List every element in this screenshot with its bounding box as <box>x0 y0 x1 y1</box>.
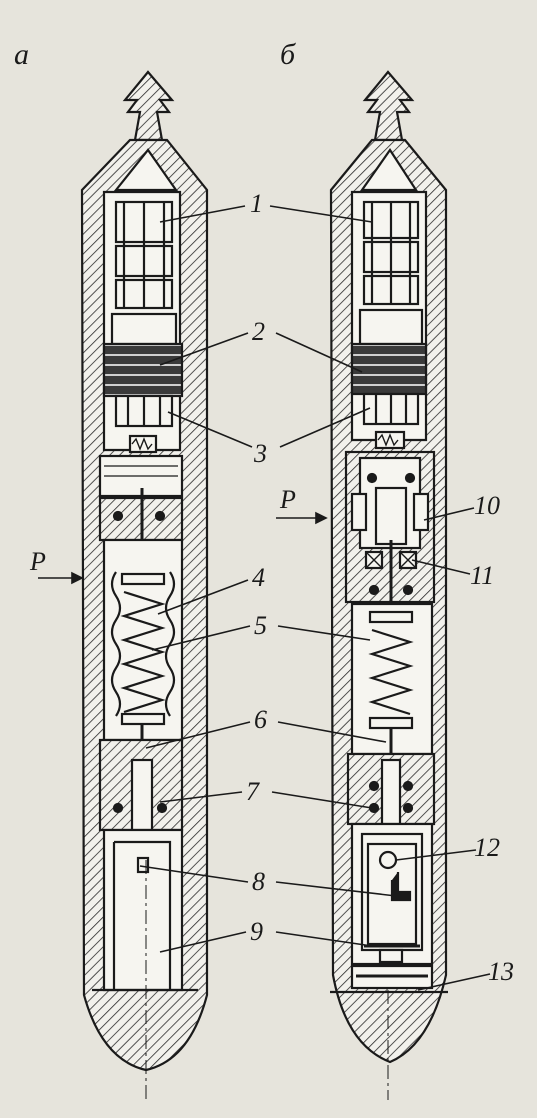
tool-b-nozzle <box>362 70 415 142</box>
leader-1 <box>159 205 246 223</box>
pressure-label-b: P <box>279 485 296 514</box>
tool-a-spring <box>120 590 166 714</box>
labels: а б P P 1 2 3 4 5 6 7 8 9 10 11 12 13 <box>14 38 514 986</box>
callout-12: 12 <box>474 833 500 862</box>
callout-6: 6 <box>254 705 267 734</box>
callout-11: 11 <box>470 561 494 590</box>
tool-a-heater <box>128 434 158 454</box>
tool-b-spring <box>368 628 414 716</box>
callout-2: 2 <box>252 317 265 346</box>
leader-5 <box>151 625 251 651</box>
callout-9: 9 <box>250 917 263 946</box>
leader-9 <box>159 931 247 953</box>
pressure-label-a: P <box>29 547 46 576</box>
tool-a-nozzle <box>122 70 175 142</box>
tool-a <box>80 70 209 1100</box>
tool-a-bellows-chamber <box>102 538 184 742</box>
tool-a-funnel <box>113 148 179 192</box>
callout-4: 4 <box>252 563 265 592</box>
panel-letter-a: а <box>14 38 29 71</box>
callout-3: 3 <box>253 439 267 468</box>
leader-8 <box>139 865 249 883</box>
panel-letter-b: б <box>280 38 296 71</box>
tool-b-valve-spool <box>374 486 408 546</box>
tool-b-coil <box>350 342 428 396</box>
leader-12 <box>395 849 477 861</box>
leader-9 <box>275 931 373 947</box>
tool-b-contact <box>390 872 412 902</box>
leader-3 <box>279 407 371 448</box>
callout-7: 7 <box>246 777 260 806</box>
callout-1: 1 <box>250 189 263 218</box>
leader-3 <box>167 411 253 448</box>
leader-6 <box>277 721 387 743</box>
callout-10: 10 <box>474 491 500 520</box>
leader-2 <box>275 332 363 373</box>
tool-b <box>329 70 448 1100</box>
leader-4 <box>157 579 249 615</box>
tool-b-valve-port <box>412 492 430 532</box>
tool-a-coil <box>102 342 184 398</box>
leader-2 <box>159 332 249 366</box>
leader-6 <box>145 721 251 749</box>
leader-11 <box>411 559 471 575</box>
tool-b-contact-ball <box>378 850 398 870</box>
leader-7 <box>159 791 243 803</box>
tool-b-funnel <box>359 148 419 192</box>
leader-13 <box>417 973 491 991</box>
tool-a-module-housing <box>110 312 178 346</box>
callout-5: 5 <box>254 611 267 640</box>
tool-a-bellows <box>110 571 176 717</box>
tool-b-valve-port <box>350 492 368 532</box>
leader-7 <box>271 791 373 809</box>
leader-10 <box>423 507 475 521</box>
leader-8 <box>275 881 397 897</box>
tool-b-module-housing <box>358 308 424 346</box>
callout-8: 8 <box>252 867 265 896</box>
leader-lines <box>38 205 491 991</box>
callout-13: 13 <box>488 957 514 986</box>
leader-5 <box>277 625 371 641</box>
leader-1 <box>269 205 373 223</box>
